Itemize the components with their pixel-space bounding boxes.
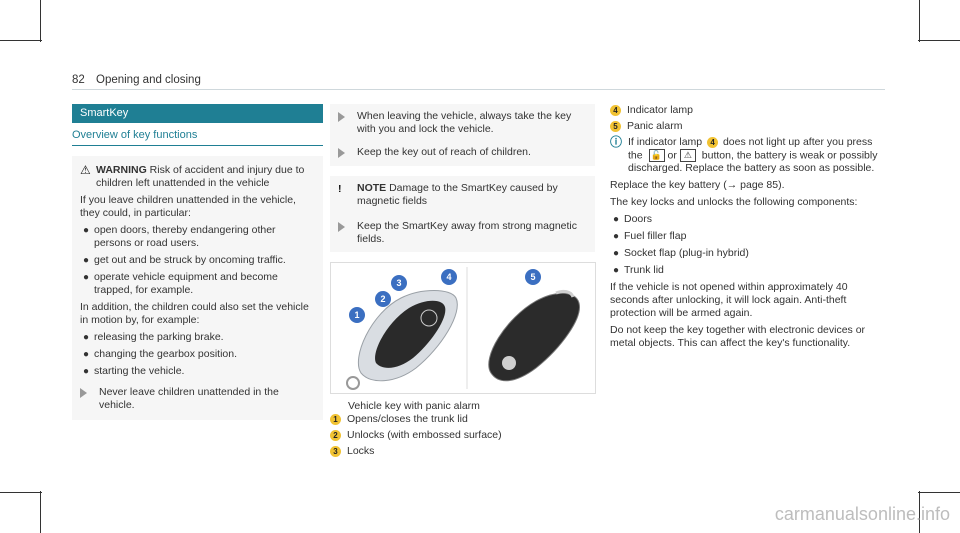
bullet-icon: ● [613,231,620,243]
bullet-icon: ● [613,214,620,226]
replace-battery: Replace the key battery (→ page 85). [610,179,785,192]
crop-mark [40,0,41,42]
warning-box: ⚠ WARNING Risk of accident and injury du… [72,156,323,420]
action-arrow-icon [338,112,345,122]
crop-mark [919,491,920,533]
smartkey-back-image [488,289,580,382]
left-column: SmartKey Overview of key functions ⚠ WAR… [72,104,323,420]
callout-5: 5 [525,269,541,285]
bullet-icon: ● [83,225,90,236]
note-box: ! NOTE Damage to the SmartKey caused by … [330,176,595,252]
auto-lock-para: If the vehicle is not opened within appr… [610,281,848,320]
crop-mark [0,492,42,493]
warning-text: Risk of accident and injury due to child… [96,164,305,189]
bullet-icon: ● [613,265,620,277]
action-item: Keep the SmartKey away from strong magne… [338,220,587,246]
figure-caption: Vehicle key with panic alarm [348,400,480,412]
bullet-icon: ● [83,332,90,343]
action-item: Never leave children unattended in the v… [80,386,315,412]
crop-mark [919,0,920,42]
action-arrow-icon [338,148,345,158]
callout-4: 4 [441,269,457,285]
warning-label: WARNING [96,164,147,176]
footer-watermark: carmanualsonline.info [774,504,950,524]
section-title: SmartKey [72,104,323,123]
warning-box-continued: When leaving the vehicle, always take th… [330,104,595,166]
bullet-icon: ● [83,349,90,360]
bullet-icon: ● [83,272,90,283]
warning-para1: If you leave children unattended in the … [80,194,296,219]
components-list: ●Doors ●Fuel filler flap ●Socket flap (p… [610,213,882,277]
crop-mark [918,40,960,41]
crop-mark [918,492,960,493]
bullet-icon: ● [83,366,90,377]
page-number: 82 [72,74,85,86]
warning-icon: ⚠ [80,163,91,177]
list-item: ●operate vehicle equipment and become tr… [83,271,278,296]
note-text: Damage to the SmartKey caused by magneti… [357,182,558,207]
list-item: ●releasing the parking brake. [83,331,224,343]
panic-button-icon: ⚠ [679,149,696,162]
action-item: Keep the key out of reach of children. [338,146,587,160]
middle-column: When leaving the vehicle, always take th… [330,104,596,461]
list-item: ●open doors, thereby endangering other p… [83,224,276,249]
warning-list1: ●open doors, thereby endangering other p… [80,224,315,297]
note-icon: ! [338,183,342,195]
smartkey-front-image [346,290,458,390]
callout-1: 1 [349,307,365,323]
crop-mark [0,40,42,41]
list-item: ●Doors [613,213,653,226]
note-label: NOTE [357,182,387,194]
locks-para: The key locks and unlocks the following … [610,196,858,209]
header-divider [72,89,885,90]
info-icon: ⓘ [610,135,623,149]
info-note: ⓘ If indicator lamp 4 does not light up … [610,135,878,175]
warning-para2: In addition, the children could also set… [80,301,309,326]
unlock-button-icon: 🔓 [648,149,665,162]
page-header: 82 Opening and closing [72,74,201,86]
crop-mark [40,491,41,533]
list-item: ●Trunk lid [613,264,664,277]
subsection-title: Overview of key functions [72,129,323,146]
action-arrow-icon [80,388,87,398]
list-item: ●get out and be struck by oncoming traff… [83,254,286,266]
list-item: ●starting the vehicle. [83,365,185,377]
list-item: ●Socket flap (plug-in hybrid) [613,247,749,260]
header-title: Opening and closing [96,74,201,86]
action-arrow-icon [338,222,345,232]
callout-2: 2 [375,291,391,307]
list-item: ●Fuel filler flap [613,230,687,243]
list-item: ●changing the gearbox position. [83,348,238,360]
bullet-icon: ● [613,248,620,260]
key-illustration [346,267,580,390]
callout-3: 3 [391,275,407,291]
warning-list2: ●releasing the parking brake. ●changing … [80,331,315,378]
action-item: When leaving the vehicle, always take th… [338,110,587,136]
bullet-icon: ● [83,255,90,266]
keep-away-para: Do not keep the key together with electr… [610,324,866,350]
key-figure: 1 2 3 4 5 [330,262,596,394]
